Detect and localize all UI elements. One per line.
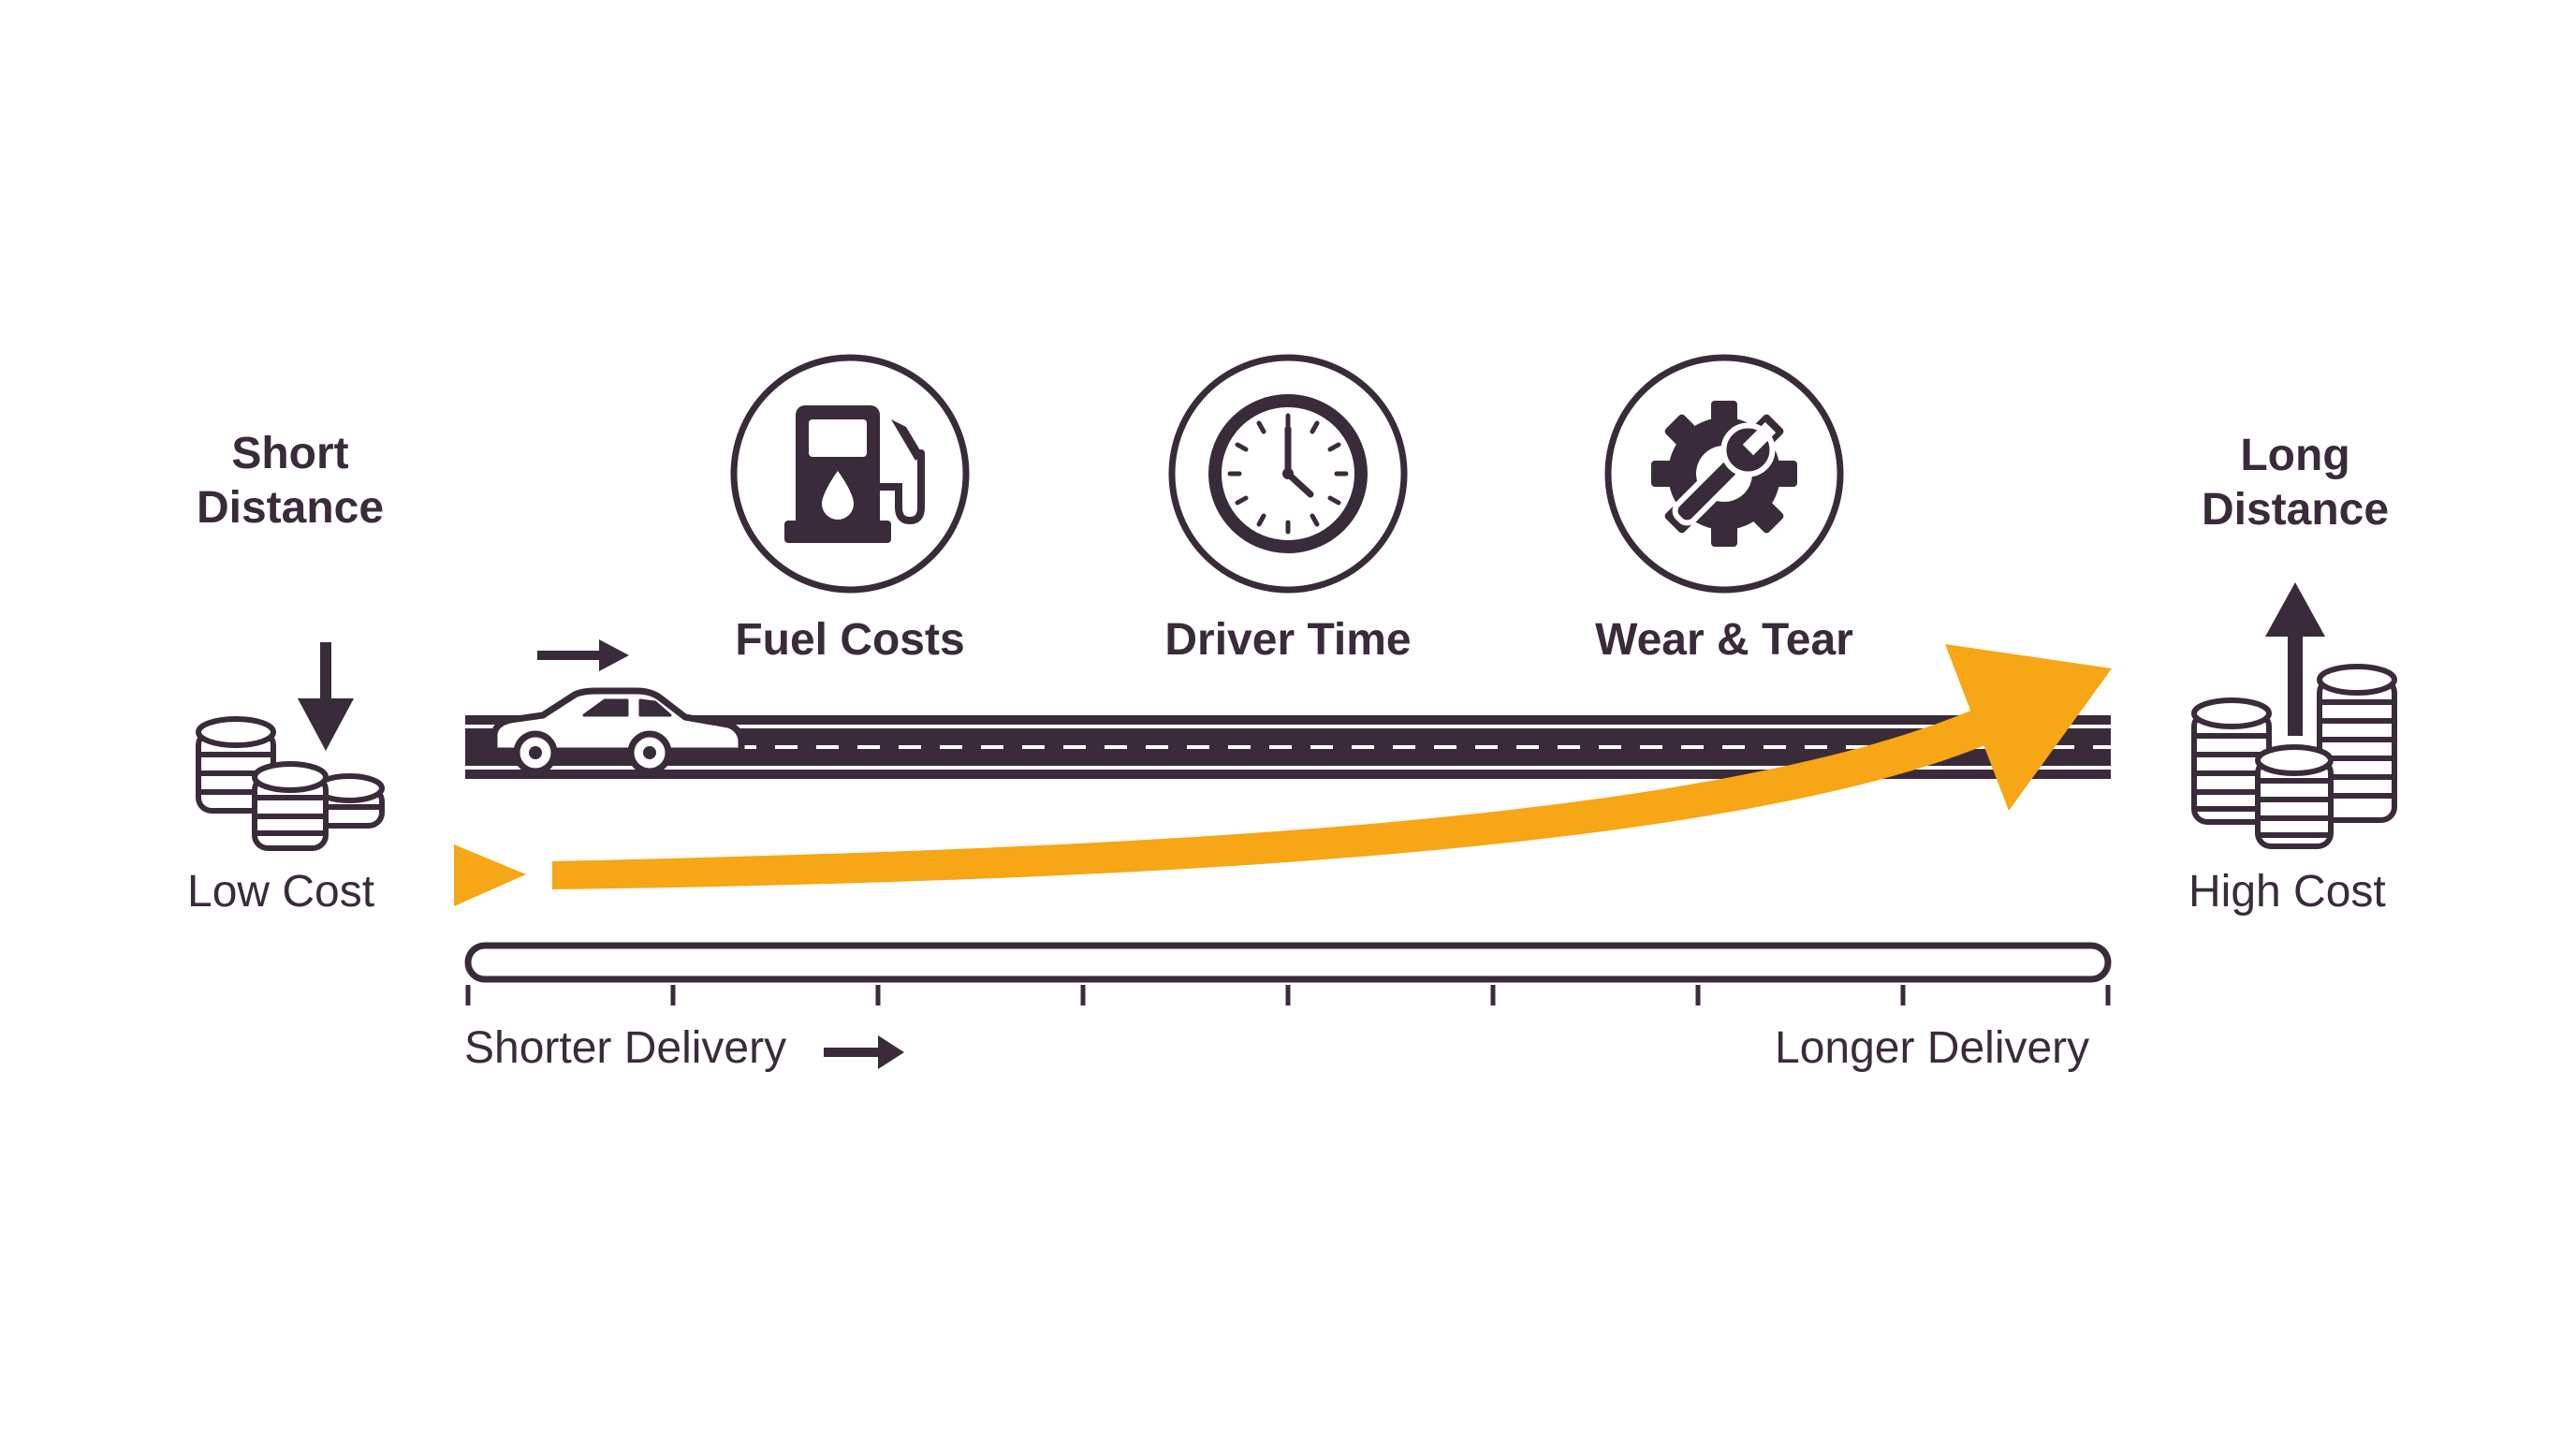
- coins-decrease-icon: [196, 716, 385, 851]
- fuel-pump-icon: [730, 354, 970, 594]
- long-distance-title: Long Distance: [2145, 429, 2445, 537]
- down-arrow-icon: [298, 642, 354, 751]
- high-cost-label: High Cost: [2188, 867, 2386, 917]
- short-distance-line1: Short: [231, 429, 349, 478]
- cost-increase-arrow: [454, 644, 2112, 906]
- factor-label-fuel: Fuel Costs: [735, 615, 965, 665]
- short-distance-title: Short Distance: [140, 427, 440, 536]
- clock-icon: [1168, 354, 1408, 594]
- direction-arrow-icon: [537, 639, 629, 671]
- delivery-timeline: [464, 942, 2112, 1005]
- short-distance-line2: Distance: [196, 483, 385, 533]
- timeline-start-label: Shorter Delivery: [464, 1023, 787, 1073]
- factor-label-wear-tear: Wear & Tear: [1595, 615, 1853, 665]
- timeline-end-label: Longer Delivery: [1775, 1023, 2090, 1073]
- gear-wrench-icon: [1604, 354, 1844, 594]
- up-arrow-icon: [2265, 582, 2325, 736]
- low-cost-label: Low Cost: [187, 867, 375, 917]
- long-distance-line1: Long: [2240, 431, 2350, 480]
- factor-label-driver-time: Driver Time: [1164, 615, 1412, 665]
- timeline-arrow-icon: [824, 1035, 904, 1069]
- long-distance-line2: Distance: [2201, 485, 2390, 535]
- car-icon: [490, 687, 745, 775]
- coins-increase-icon: [2191, 664, 2397, 849]
